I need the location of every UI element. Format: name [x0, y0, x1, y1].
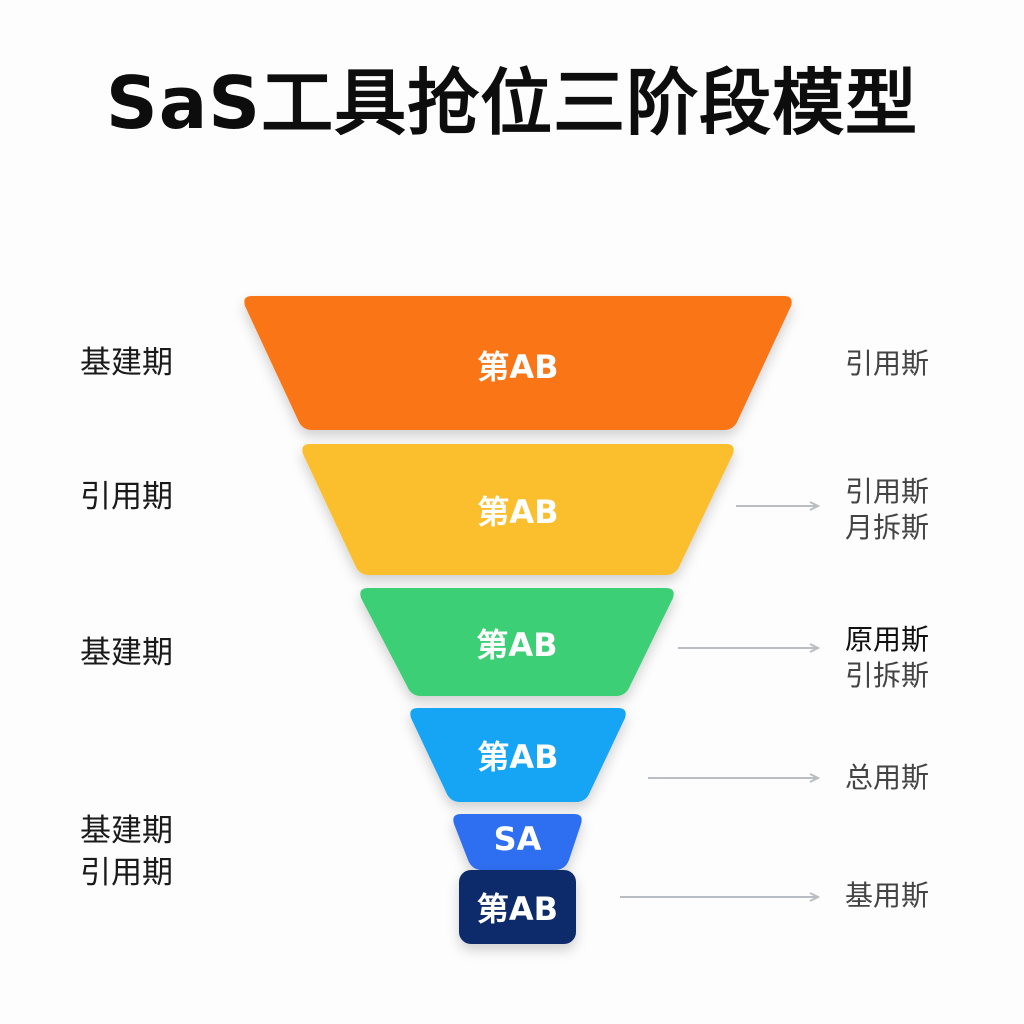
funnel-segment-6	[459, 870, 576, 944]
funnel-segment-1	[244, 296, 792, 430]
funnel-segment-3	[360, 588, 674, 696]
right-note-3: 原用斯 引拆斯	[845, 623, 930, 692]
funnel-segment-label-4: 第AB	[477, 738, 558, 776]
right-note-1: 引用斯	[845, 347, 930, 380]
connector-arrow-1	[809, 501, 821, 511]
right-note-5: 基用斯	[845, 879, 930, 912]
right-note-4: 总用斯	[845, 761, 930, 794]
funnel-segment-label-6: 第AB	[477, 890, 558, 928]
connector-arrow-4	[809, 892, 821, 902]
funnel-segment-label-2: 第AB	[477, 493, 558, 531]
connector-arrow-3	[809, 773, 821, 783]
funnel-segment-label-5: SA	[494, 820, 542, 858]
page-title: SaS工具抢位三阶段模型	[105, 61, 919, 145]
left-label-4: 基建期 引用期	[80, 813, 173, 891]
funnel-segment-2	[302, 444, 734, 575]
left-label-2: 引用期	[80, 479, 173, 515]
left-label-1: 基建期	[80, 345, 173, 381]
funnel-segment-label-1: 第AB	[477, 348, 558, 386]
connector-arrow-2	[809, 643, 821, 653]
left-label-3: 基建期	[80, 635, 173, 671]
funnel-segment-4	[410, 708, 626, 802]
funnel-segment-5	[453, 814, 582, 870]
funnel-segment-label-3: 第AB	[476, 626, 557, 664]
right-note-2: 引用斯 月拆斯	[845, 475, 930, 544]
